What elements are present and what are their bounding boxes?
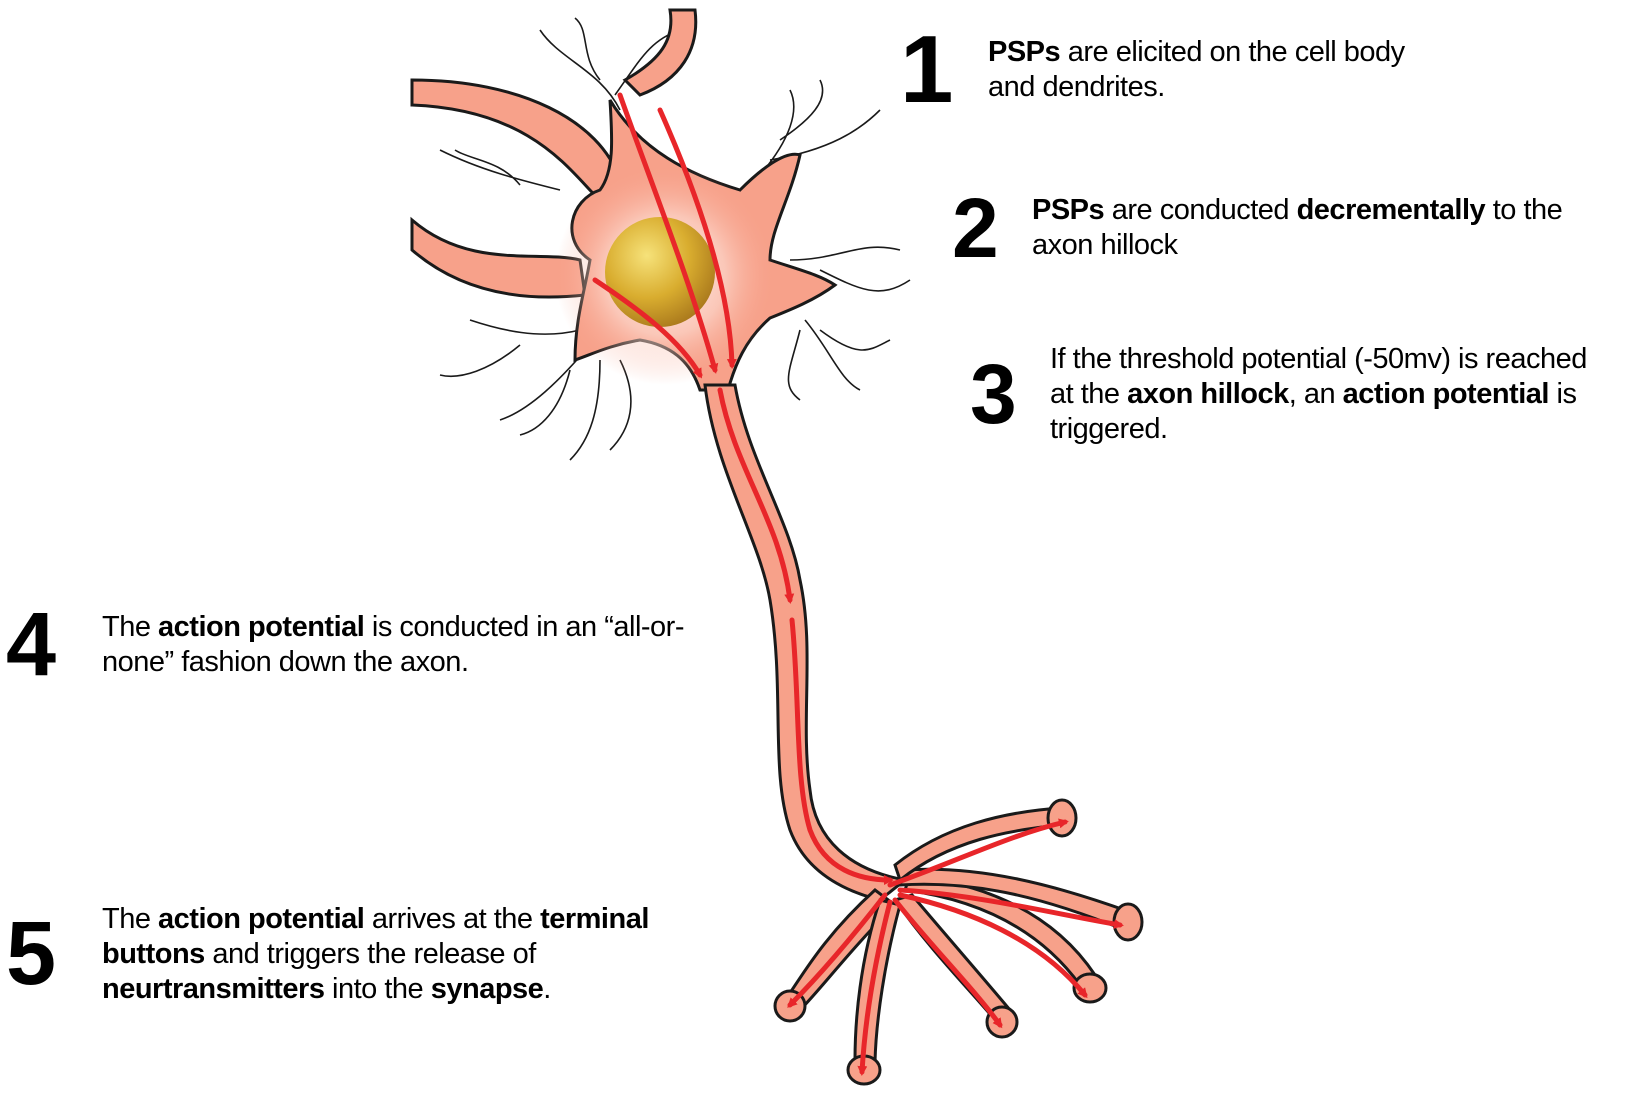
step-text-segment: are conducted bbox=[1104, 194, 1296, 226]
step-3: 3 If the threshold potential (-50mv) is … bbox=[970, 342, 1615, 446]
step-text-bold: decrementally bbox=[1297, 194, 1486, 226]
step-text-bold: action potential bbox=[158, 611, 364, 643]
step-number: 4 bbox=[6, 600, 86, 690]
step-text-bold: PSPs bbox=[1032, 194, 1104, 226]
step-text: The action potential is conducted in an … bbox=[102, 610, 742, 680]
step-text-bold: PSPs bbox=[988, 36, 1060, 68]
step-4: 4 The action potential is conducted in a… bbox=[6, 600, 742, 690]
step-text: The action potential arrives at the term… bbox=[102, 902, 742, 1006]
step-number: 3 bbox=[970, 352, 1042, 436]
step-text-segment: The bbox=[102, 903, 158, 935]
step-text-segment: and triggers the release of bbox=[205, 938, 536, 970]
step-number: 1 bbox=[900, 22, 980, 118]
step-1: 1 PSPs are elicited on the cell body and… bbox=[900, 22, 1408, 118]
step-5: 5 The action potential arrives at the te… bbox=[6, 902, 742, 1006]
step-text-segment: arrives at the bbox=[364, 903, 540, 935]
step-text-bold: synapse bbox=[431, 973, 544, 1005]
step-text-segment: . bbox=[543, 973, 551, 1005]
step-text-segment: The bbox=[102, 611, 158, 643]
step-text-bold: neurtransmitters bbox=[102, 973, 324, 1005]
step-2: 2 PSPs are conducted decrementally to th… bbox=[952, 186, 1592, 270]
step-text: PSPs are conducted decrementally to the … bbox=[1032, 193, 1592, 263]
step-text-bold: action potential bbox=[1343, 378, 1549, 410]
step-number: 2 bbox=[952, 186, 1024, 270]
step-text: PSPs are elicited on the cell body and d… bbox=[988, 35, 1408, 105]
step-text-bold: action potential bbox=[158, 903, 364, 935]
step-text-bold: axon hillock bbox=[1127, 378, 1289, 410]
step-text: If the threshold potential (-50mv) is re… bbox=[1050, 342, 1615, 446]
step-text-segment: into the bbox=[324, 973, 430, 1005]
step-text-segment: , an bbox=[1289, 378, 1343, 410]
step-number: 5 bbox=[6, 909, 86, 999]
